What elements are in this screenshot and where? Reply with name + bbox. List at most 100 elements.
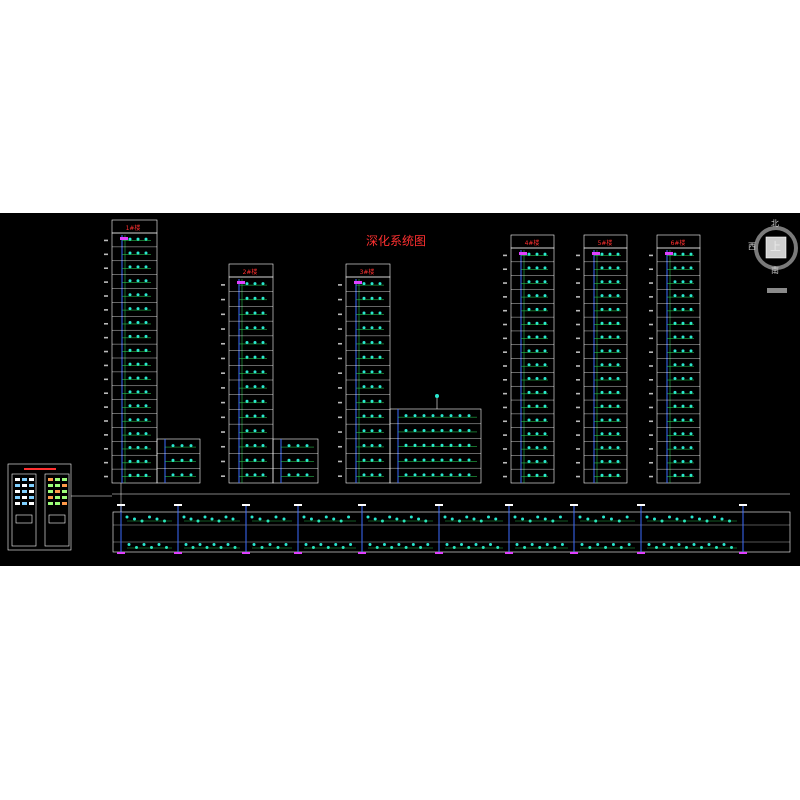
basement-device [233, 546, 237, 549]
basement-device [382, 543, 386, 546]
device-dot [128, 251, 132, 255]
basement-device [675, 517, 679, 521]
device-dot [136, 279, 140, 283]
device-dot [253, 282, 257, 286]
floor-tick [104, 364, 108, 367]
device-dot [608, 459, 612, 463]
basement-device [588, 546, 592, 549]
device-dot [370, 458, 374, 462]
device-dot [616, 446, 620, 450]
device-dot [681, 418, 685, 422]
cabinet-module [29, 478, 34, 481]
cabinet-module [55, 496, 60, 499]
basement-device [586, 517, 590, 521]
basement-device [332, 517, 336, 521]
floor-tick [649, 254, 653, 257]
basement-device [713, 515, 716, 519]
basement-cap [294, 504, 302, 506]
device-dot [404, 443, 408, 447]
device-dot [261, 429, 265, 433]
device-dot [128, 279, 132, 283]
device-dot [600, 294, 604, 298]
cabinet-module [15, 484, 20, 487]
device-dot [608, 280, 612, 284]
device-dot [144, 320, 148, 324]
basement-device [210, 517, 214, 521]
device-dot [128, 418, 132, 422]
floor-tick [338, 372, 342, 374]
device-dot [245, 355, 249, 359]
device-dot [543, 349, 547, 353]
roof-device [435, 394, 439, 398]
building-header-5 [583, 234, 628, 249]
floor-tick [649, 365, 653, 367]
device-dot [673, 473, 677, 477]
building-header-6 [656, 234, 701, 249]
cabinet-red-bar [24, 468, 56, 470]
device-dot [253, 414, 257, 418]
device-dot [681, 252, 685, 256]
device-dot [261, 385, 265, 389]
floor-tick [503, 365, 507, 367]
device-dot [527, 404, 531, 408]
device-dot [144, 390, 148, 394]
device-dot [600, 459, 604, 463]
basement-device [274, 515, 278, 519]
basement-cap [242, 504, 250, 506]
device-dot [144, 376, 148, 380]
basement-device [496, 546, 500, 549]
device-dot [543, 404, 547, 408]
basement-outline [112, 511, 791, 553]
device-dot [600, 321, 604, 325]
floor-tick [104, 378, 108, 381]
device-dot [189, 473, 193, 477]
device-dot [527, 307, 531, 311]
device-dot [673, 280, 677, 284]
device-dot [245, 370, 249, 374]
device-dot [253, 399, 257, 403]
cabinet-module [22, 490, 27, 493]
basement-device [611, 543, 615, 546]
basement-device [662, 543, 666, 546]
cabinet-left-panel [11, 473, 37, 547]
basement-device [268, 543, 272, 546]
floor-tick [338, 431, 342, 433]
floor-tick [576, 337, 580, 340]
device-dot [189, 458, 193, 462]
device-dot [422, 473, 426, 477]
cabinet-module [48, 484, 53, 487]
device-dot [673, 321, 677, 325]
device-dot [362, 473, 366, 477]
device-dot [362, 326, 366, 330]
device-dot [616, 390, 620, 394]
floor-tick [104, 392, 108, 395]
device-dot [431, 473, 435, 477]
basement-base [358, 552, 366, 554]
device-dot [171, 458, 175, 462]
cabinet-module [29, 484, 34, 487]
device-dot [600, 418, 604, 422]
device-dot [458, 458, 462, 462]
basement-base [570, 552, 578, 554]
floor-tick [576, 351, 580, 353]
device-dot [362, 399, 366, 403]
riser-cap [237, 281, 245, 284]
basement-device [347, 515, 351, 519]
basement-device [596, 543, 600, 546]
device-dot [431, 414, 435, 418]
floor-tick [104, 434, 108, 436]
device-dot [616, 418, 620, 422]
device-dot [689, 363, 693, 367]
device-dot [128, 362, 132, 366]
device-dot [608, 252, 612, 256]
device-dot [144, 459, 148, 463]
device-dot [287, 458, 291, 462]
cabinet-module [62, 478, 67, 481]
device-dot [378, 282, 382, 286]
basement-device [647, 543, 651, 546]
floor-tick [576, 323, 580, 326]
device-dot [440, 443, 444, 447]
floor-tick [576, 365, 580, 367]
cad-canvas[interactable]: 深化系统图 1#楼 2#楼 3#楼 4#楼 5#楼 6#楼 北 南 西 上 [0, 213, 800, 566]
